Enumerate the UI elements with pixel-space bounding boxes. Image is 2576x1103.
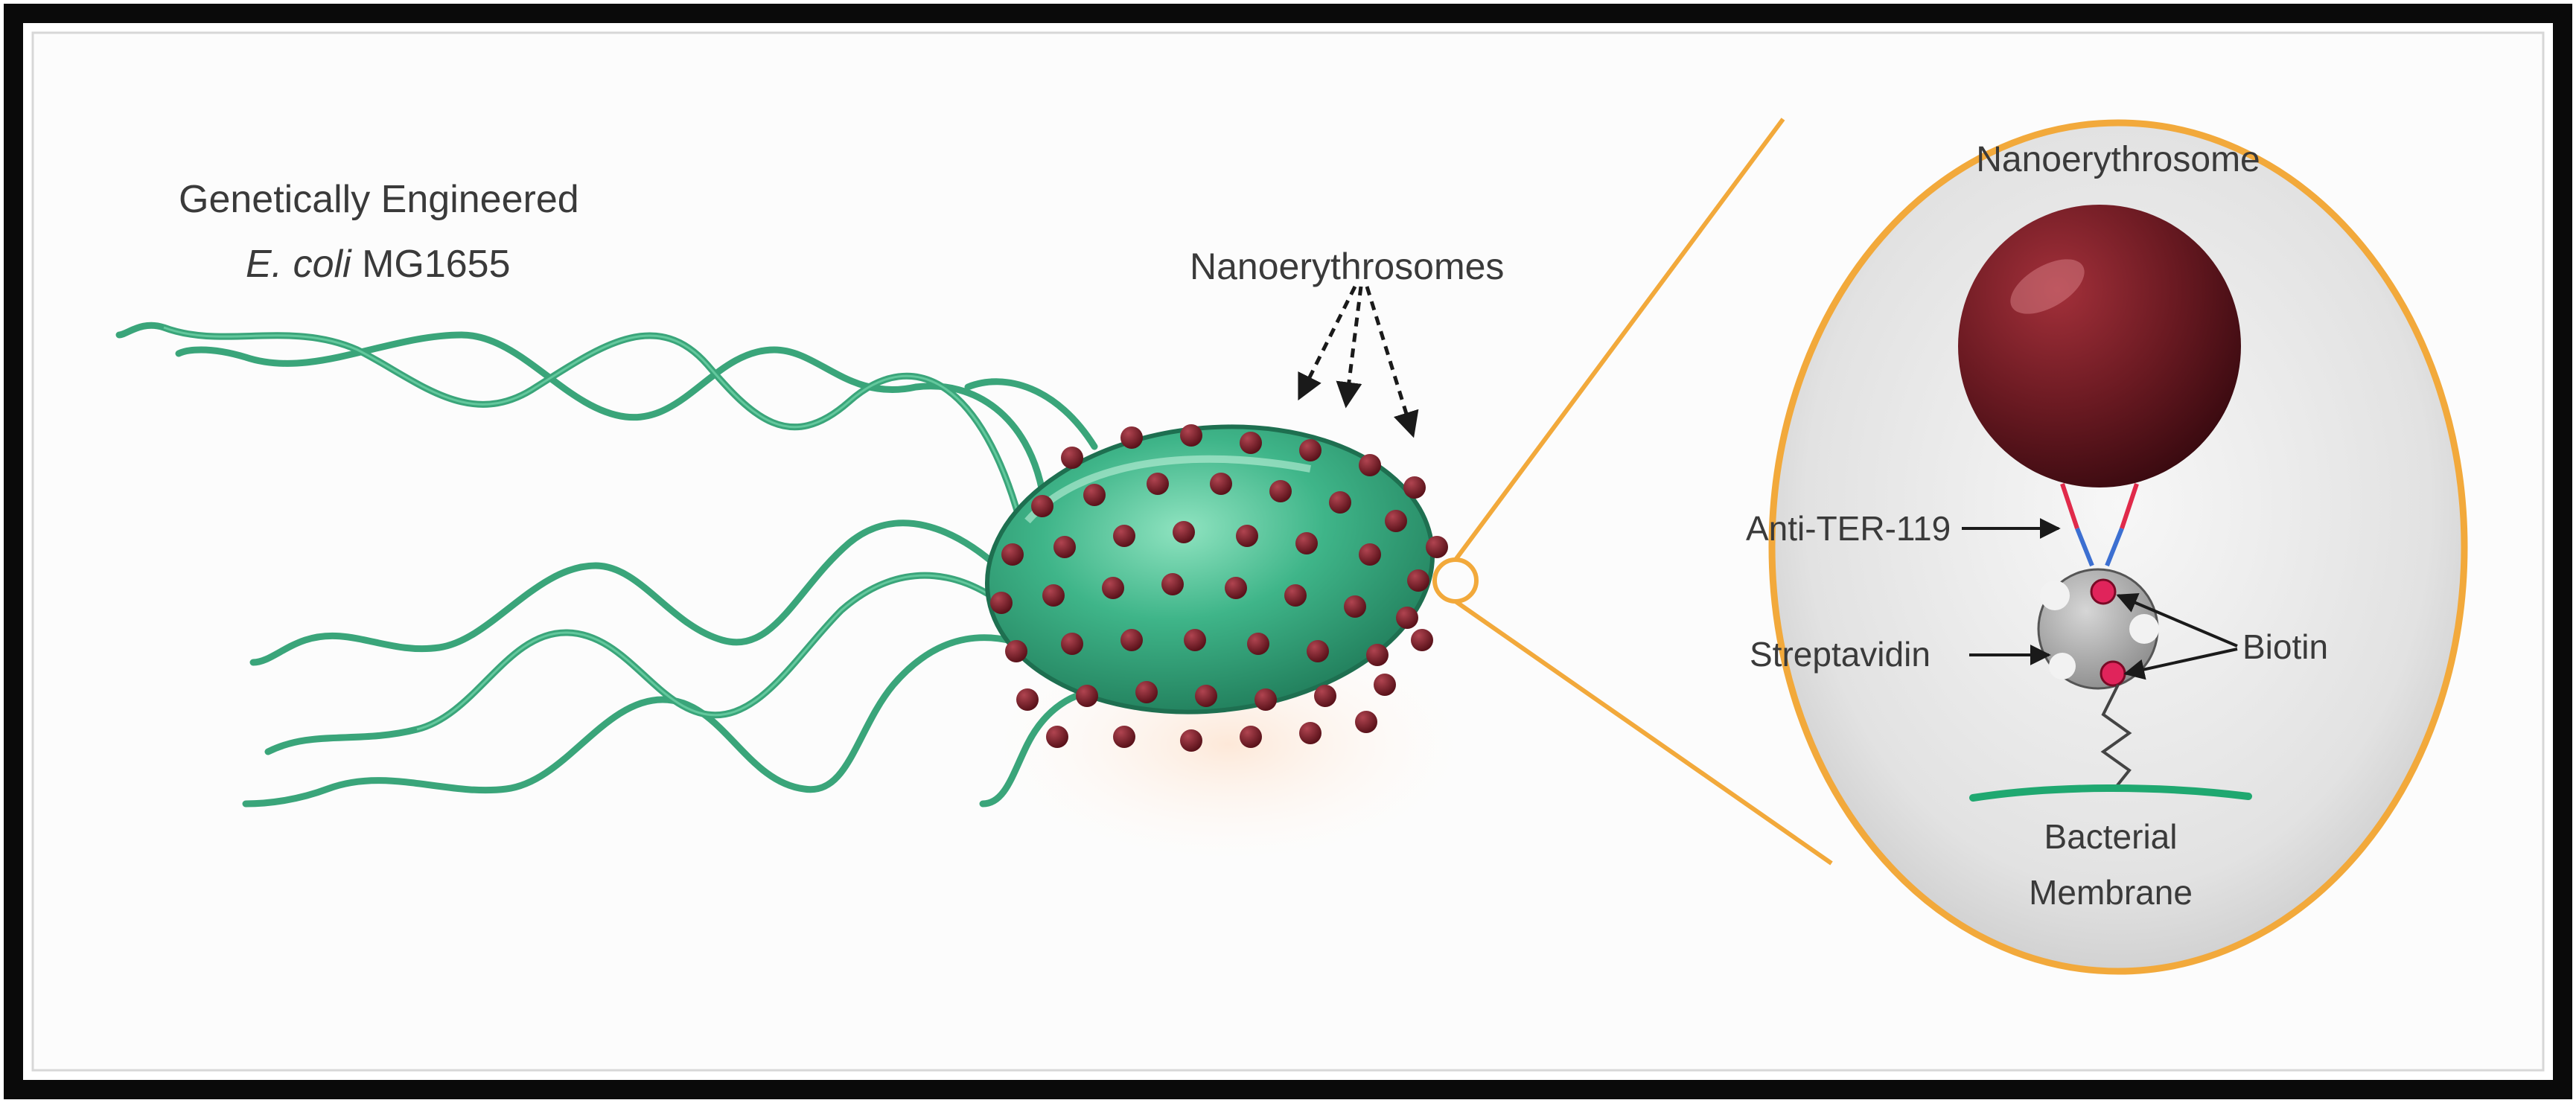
nanoerythrosome-dot <box>1135 681 1158 703</box>
bacterial-membrane-line <box>1969 784 2252 802</box>
nanoerythrosome-dot <box>1076 685 1098 707</box>
labels: Genetically Engineered E. coli MG1655 Na… <box>179 140 2328 912</box>
nanoerythrosome-dot <box>1284 584 1307 607</box>
nanoerythrosome-dot <box>1240 432 1262 454</box>
organism-label-line2: E. coli MG1655 <box>246 243 511 286</box>
nanoerythrosome-dot <box>1016 688 1039 711</box>
inset-panel <box>1768 119 2468 975</box>
nanoerythrosome-dot <box>1355 711 1377 733</box>
antibody-arms <box>2060 483 2139 529</box>
strep-pocket-3 <box>2049 653 2076 680</box>
zoom-line-bottom <box>1454 599 1833 866</box>
nanoerythrosome-dot <box>1031 495 1053 517</box>
nanoerythrosome-dots <box>990 424 1448 752</box>
nanoerythrosome-dot <box>1359 543 1381 566</box>
nanoerythrosome-dot <box>1113 525 1135 547</box>
organism-strain: MG1655 <box>362 243 510 286</box>
nanoerythrosome-dot <box>1426 536 1448 558</box>
flagella-highlight <box>163 326 1029 731</box>
inset-arrows <box>1962 518 2238 680</box>
nanoerythrosome-dot <box>1001 543 1024 566</box>
nanoerythrosome-dot <box>1005 640 1027 662</box>
nanoerythrosome-dot <box>1269 480 1292 502</box>
nanoerythrosome-dot <box>1102 577 1124 599</box>
nanoerythrosome-dot <box>1161 573 1184 595</box>
nanoerythrosome-dot <box>1307 640 1329 662</box>
nanoerythrosome-dot <box>1225 577 1247 599</box>
nanoerythrosome-dot <box>1240 726 1262 748</box>
nanoerythrosome-dot <box>1299 722 1322 744</box>
flagellum-7 <box>964 378 1098 450</box>
nanoerythrosome-dot <box>1210 473 1232 495</box>
nanoerythrosome-dot <box>1407 569 1429 592</box>
nanoerythrosome-dot <box>1299 439 1322 461</box>
tether-linker <box>2100 684 2132 790</box>
cluster-arrow-2 <box>1336 286 1363 409</box>
biotin-label: Biotin <box>2242 627 2328 666</box>
zoom-callout <box>1432 118 1833 866</box>
cluster-arrow-3 <box>1365 286 1419 438</box>
nanoerythrosome-dot <box>1061 633 1083 655</box>
organism-label-line1: Genetically Engineered <box>179 178 579 221</box>
biotin-dot-1 <box>2090 578 2117 605</box>
cluster-label: Nanoerythrosomes <box>1190 246 1504 287</box>
zoom-line-top <box>1453 118 1785 561</box>
sphere-highlight <box>2010 259 2085 314</box>
flagellum-3 <box>249 519 1016 666</box>
antibody-fc <box>2075 527 2124 567</box>
nanoerythrosome-dot <box>1359 454 1381 476</box>
bacterium-highlight <box>1024 455 1311 524</box>
nanoerythrosome-dot <box>1403 476 1426 499</box>
nanoerythrosome-dot <box>1385 510 1407 532</box>
inset-title: Nanoerythrosome <box>1976 140 2260 179</box>
nanoerythrosome-dot <box>1046 726 1068 748</box>
nanoerythrosome-dot <box>1314 685 1336 707</box>
nanoerythrosome-dot <box>1180 729 1202 752</box>
biotin-arrow-1 <box>2116 592 2238 648</box>
nanoerythrosome-dot <box>1113 726 1135 748</box>
nanoerythrosome-dot <box>1247 633 1269 655</box>
nanoerythrosome-dot <box>1180 424 1202 447</box>
nanoerythrosome-dot <box>1120 426 1143 449</box>
nanoerythrosome-dot <box>1254 688 1277 711</box>
nanoerythrosome-dot <box>1173 521 1195 543</box>
nanoerythrosome-dot <box>1344 595 1366 618</box>
nanoerythrosome-dot <box>1061 447 1083 469</box>
nanoerythrosome-sphere <box>1958 205 2241 487</box>
nanoerythrosome-dot <box>1195 685 1217 707</box>
nanoerythrosome-dot <box>1411 629 1433 651</box>
antibody-label: Anti-TER-119 <box>1746 509 1951 548</box>
nanoerythrosome-dot <box>1396 607 1418 629</box>
strep-pocket-2 <box>2129 614 2159 644</box>
organism-species: E. coli <box>246 243 352 286</box>
nanoerythrosome-dot <box>1053 536 1076 558</box>
nanoerythrosome-dot <box>990 592 1013 614</box>
cluster-arrow-1 <box>1297 285 1357 401</box>
strep-pocket-1 <box>2040 581 2070 610</box>
nanoerythrosome-dot <box>1083 484 1106 506</box>
streptavidin-label: Streptavidin <box>1750 635 1931 674</box>
inset-ellipse <box>1768 119 2468 975</box>
nanoerythrosome-dot <box>1120 629 1143 651</box>
nanoerythrosome-dot <box>1374 674 1396 696</box>
cluster-arrows <box>1297 285 1419 438</box>
membrane-label-line2: Membrane <box>2029 873 2193 912</box>
nanoerythrosome-dot <box>1147 473 1169 495</box>
nanoerythrosome-dot <box>1042 584 1065 607</box>
biotin-dot-2 <box>2100 660 2126 687</box>
nanoerythrosome-dot <box>1366 644 1389 666</box>
nanoerythrosome-dot <box>1184 629 1206 651</box>
nanoerythrosome-dot <box>1236 525 1258 547</box>
nanoerythrosome-dot <box>1329 491 1351 514</box>
biotin-arrow-2 <box>2123 648 2238 680</box>
membrane-label-line1: Bacterial <box>2044 817 2178 856</box>
flagellum-2 <box>175 331 1046 495</box>
nanoerythrosome-dot <box>1295 532 1318 554</box>
